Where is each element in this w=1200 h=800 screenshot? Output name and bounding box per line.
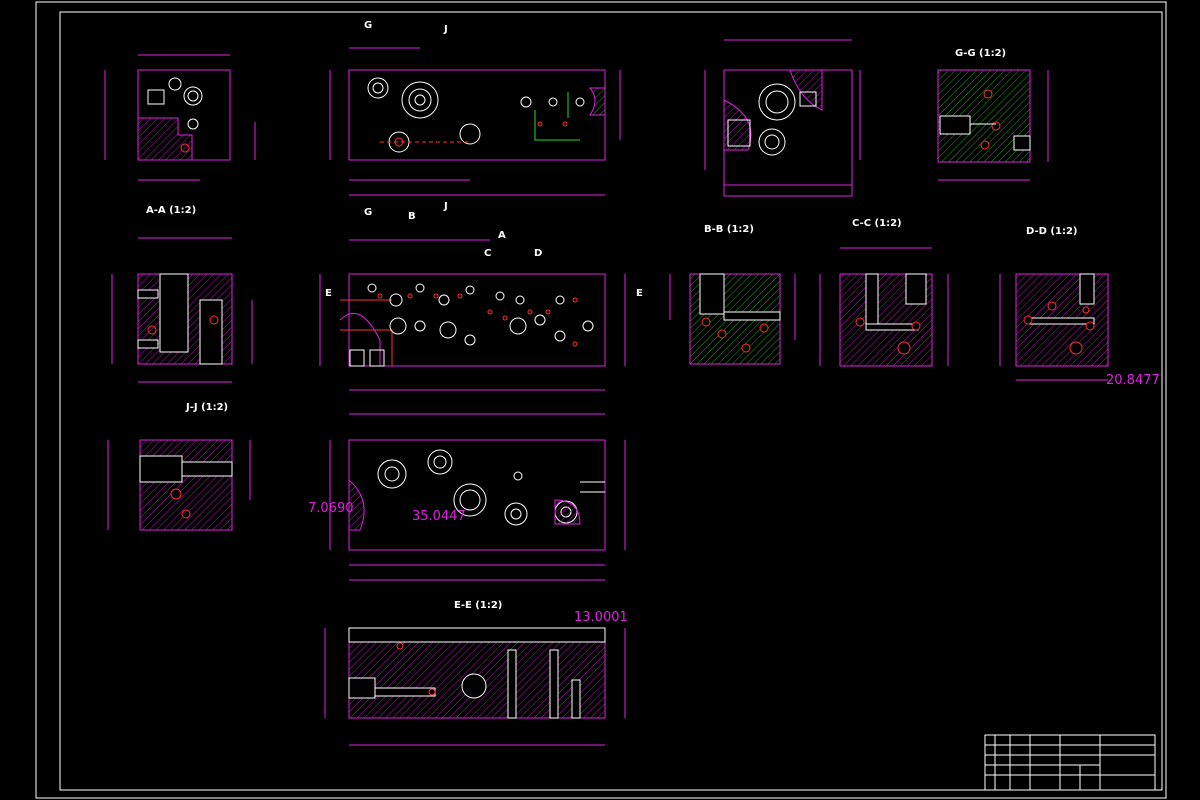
section-dd xyxy=(999,273,1109,381)
section-aa xyxy=(111,237,253,383)
floating-dimension-d2: 7.0690 xyxy=(308,501,354,516)
section-bb xyxy=(669,273,796,365)
middle-main-view xyxy=(319,239,626,391)
section-cc-title: C-C (1:2) xyxy=(852,218,902,229)
section-marker-j-top: J xyxy=(443,24,448,35)
section-marker-j-bottom: J xyxy=(443,201,448,212)
floating-dimension-d3: 35.0447 xyxy=(412,509,466,524)
section-marker-d-mid: D xyxy=(534,248,542,259)
outer-border xyxy=(35,1,1167,799)
section-cc xyxy=(819,247,949,367)
section-marker-c-mid: C xyxy=(484,248,491,259)
section-marker-e-right: E xyxy=(636,288,643,299)
inner-border xyxy=(59,11,1163,791)
section-marker-g-top: G xyxy=(364,20,372,31)
lower-main-view xyxy=(329,413,626,566)
top-left-view xyxy=(104,54,256,181)
section-dd-title: D-D (1:2) xyxy=(1026,226,1077,237)
section-bb-title: B-B (1:2) xyxy=(704,224,754,235)
top-right-view xyxy=(704,39,861,197)
title-block xyxy=(984,734,1156,791)
floating-dimension-d1: 20.8477 xyxy=(1106,373,1160,388)
section-ee-title: E-E (1:2) xyxy=(454,600,502,611)
section-ee xyxy=(324,579,626,746)
top-main-view xyxy=(329,47,621,196)
section-gg-title: G-G (1:2) xyxy=(955,48,1006,59)
section-marker-a-mid: A xyxy=(498,230,506,241)
section-marker-b-bottom: B xyxy=(408,211,416,222)
section-gg xyxy=(937,69,1049,181)
section-marker-g-bottom: G xyxy=(364,207,372,218)
section-marker-e-left: E xyxy=(325,288,332,299)
section-jj-title: J-J (1:2) xyxy=(185,402,228,413)
floating-dimension-d4: 13.0001 xyxy=(574,610,628,625)
section-aa-title: A-A (1:2) xyxy=(146,205,196,216)
section-jj xyxy=(107,439,251,531)
